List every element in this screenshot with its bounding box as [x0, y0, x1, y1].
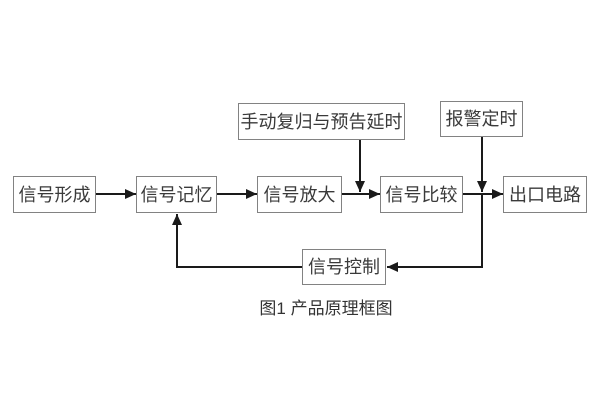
block-signal-amplification: 信号放大	[257, 176, 342, 213]
arrow-control-to-memory	[172, 214, 303, 268]
block-signal-memory-label: 信号记忆	[140, 184, 213, 205]
block-alarm-timing-label: 报警定时	[445, 109, 518, 129]
block-signal-formation: 信号形成	[13, 176, 96, 213]
block-signal-control-label: 信号控制	[308, 257, 380, 277]
figure-caption: 图1 产品原理框图	[259, 299, 393, 318]
block-signal-comparison: 信号比较	[380, 176, 463, 213]
block-signal-memory: 信号记忆	[136, 176, 217, 213]
block-output-circuit-label: 出口电路	[509, 184, 581, 205]
block-signal-control: 信号控制	[302, 249, 386, 285]
block-signal-comparison-label: 信号比较	[385, 184, 458, 205]
block-signal-formation-label: 信号形成	[18, 184, 91, 205]
arrow-junction-to-control	[387, 194, 483, 272]
block-manual-reset-delay-label: 手动复归与预告延时	[240, 111, 403, 132]
block-manual-reset-delay: 手动复归与预告延时	[238, 103, 405, 140]
block-alarm-timing: 报警定时	[440, 101, 523, 137]
block-output-circuit: 出口电路	[503, 176, 587, 213]
block-signal-amplification-label: 信号放大	[263, 184, 336, 205]
